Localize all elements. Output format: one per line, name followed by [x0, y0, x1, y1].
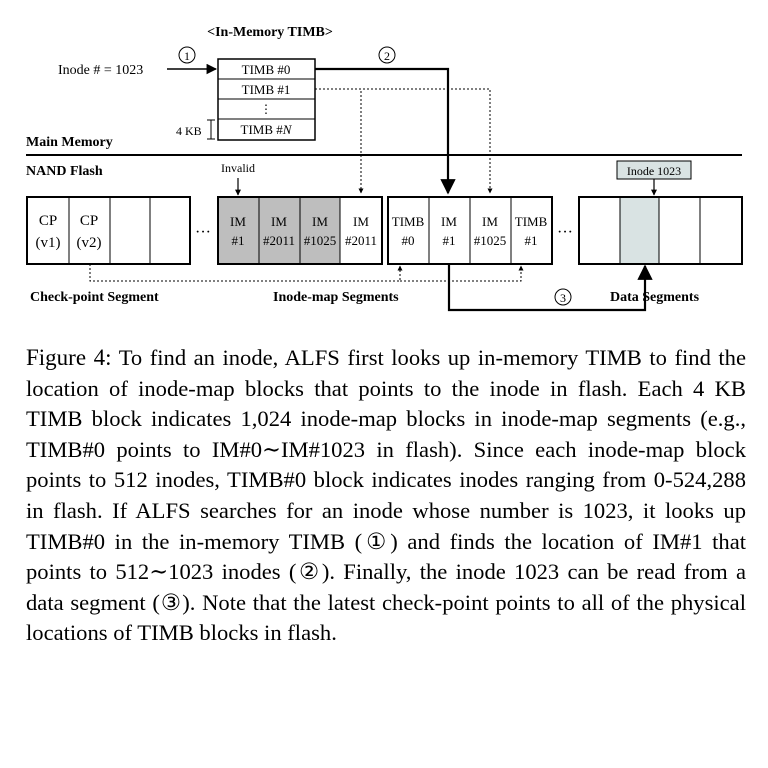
im-old-3: IM — [312, 214, 328, 229]
caption-text: To find an inode, ALFS first looks up in… — [26, 345, 746, 646]
step-2-number: 2 — [384, 49, 390, 63]
invalid-label: Invalid — [221, 161, 255, 175]
cp-v2-version: (v2) — [77, 235, 102, 251]
timb-1-link-old — [315, 88, 364, 194]
im-new-1-num: #1 — [443, 233, 456, 248]
inode-1023-tag-text: Inode 1023 — [627, 164, 681, 178]
cp-v1-version: (v1) — [36, 235, 61, 251]
in-memory-timb-title: <In-Memory TIMB> — [207, 25, 333, 40]
timb-0-block: TIMB — [392, 214, 425, 229]
im-new-1: IM — [441, 214, 457, 229]
timb-0-block-num: #0 — [402, 233, 415, 248]
step-2-arrow — [315, 67, 456, 195]
inode-map-segment-new: TIMB #0 IM #1 IM #1025 TIMB #1 — [387, 196, 553, 265]
block-size-label: 4 KB — [176, 124, 202, 138]
checkpoint-pointer-old — [89, 264, 403, 282]
timb-1-block-num: #1 — [525, 233, 538, 248]
figure-caption: Figure 4: To find an inode, ALFS first l… — [26, 343, 746, 649]
data-segment — [578, 196, 743, 265]
cp-v2: CP — [80, 213, 98, 229]
step-2-marker — [378, 46, 396, 64]
im-old-3-num: #1025 — [304, 233, 337, 248]
inode-number-label: Inode # = 1023 — [58, 63, 143, 78]
step-3-marker — [554, 288, 572, 306]
timb-1-block: TIMB — [515, 214, 548, 229]
im-old-4: IM — [353, 214, 369, 229]
im-new-1025-num: #1025 — [474, 233, 507, 248]
timb-row-dots: ⋮ — [260, 102, 272, 116]
checkpoint-segment-label: Check-point Segment — [30, 290, 159, 305]
im-old-2: IM — [271, 214, 287, 229]
step-1-marker — [178, 46, 196, 64]
step-3-number: 3 — [560, 291, 566, 305]
timb-row-n: TIMB #N — [241, 122, 293, 137]
timb-1-link-new — [315, 88, 493, 194]
block-size-bracket — [207, 119, 215, 140]
ellipsis-2: ··· — [557, 224, 573, 241]
im-old-1: IM — [230, 214, 246, 229]
inode-map-segments-label: Inode-map Segments — [273, 290, 399, 305]
checkpoint-pointer-new — [400, 265, 524, 282]
timb-row-1: TIMB #1 — [242, 82, 291, 97]
figure-label: Figure 4: — [26, 345, 112, 370]
cp-v1: CP — [39, 213, 57, 229]
main-memory-label: Main Memory — [26, 135, 113, 150]
ellipsis-1: ··· — [195, 224, 211, 241]
im-old-4-num: #2011 — [345, 233, 377, 248]
inode-map-segment-old: IM #1 IM #2011 IM #1025 IM #2011 — [217, 196, 383, 265]
timb-row-0: TIMB #0 — [242, 62, 291, 77]
step-1-number: 1 — [184, 49, 190, 63]
nand-flash-label: NAND Flash — [26, 164, 103, 179]
step-3-arrow — [447, 264, 653, 312]
im-new-1025: IM — [482, 214, 498, 229]
data-segments-label: Data Segments — [610, 290, 700, 305]
checkpoint-segment: CP (v1) CP (v2) — [26, 196, 191, 265]
im-old-1-num: #1 — [232, 233, 245, 248]
in-memory-timb-table: TIMB #0 TIMB #1 ⋮ TIMB #N — [217, 58, 316, 141]
alfs-inode-lookup-diagram: <In-Memory TIMB> Inode # = 1023 1 TIMB #… — [26, 25, 743, 312]
im-old-2-num: #2011 — [263, 233, 295, 248]
